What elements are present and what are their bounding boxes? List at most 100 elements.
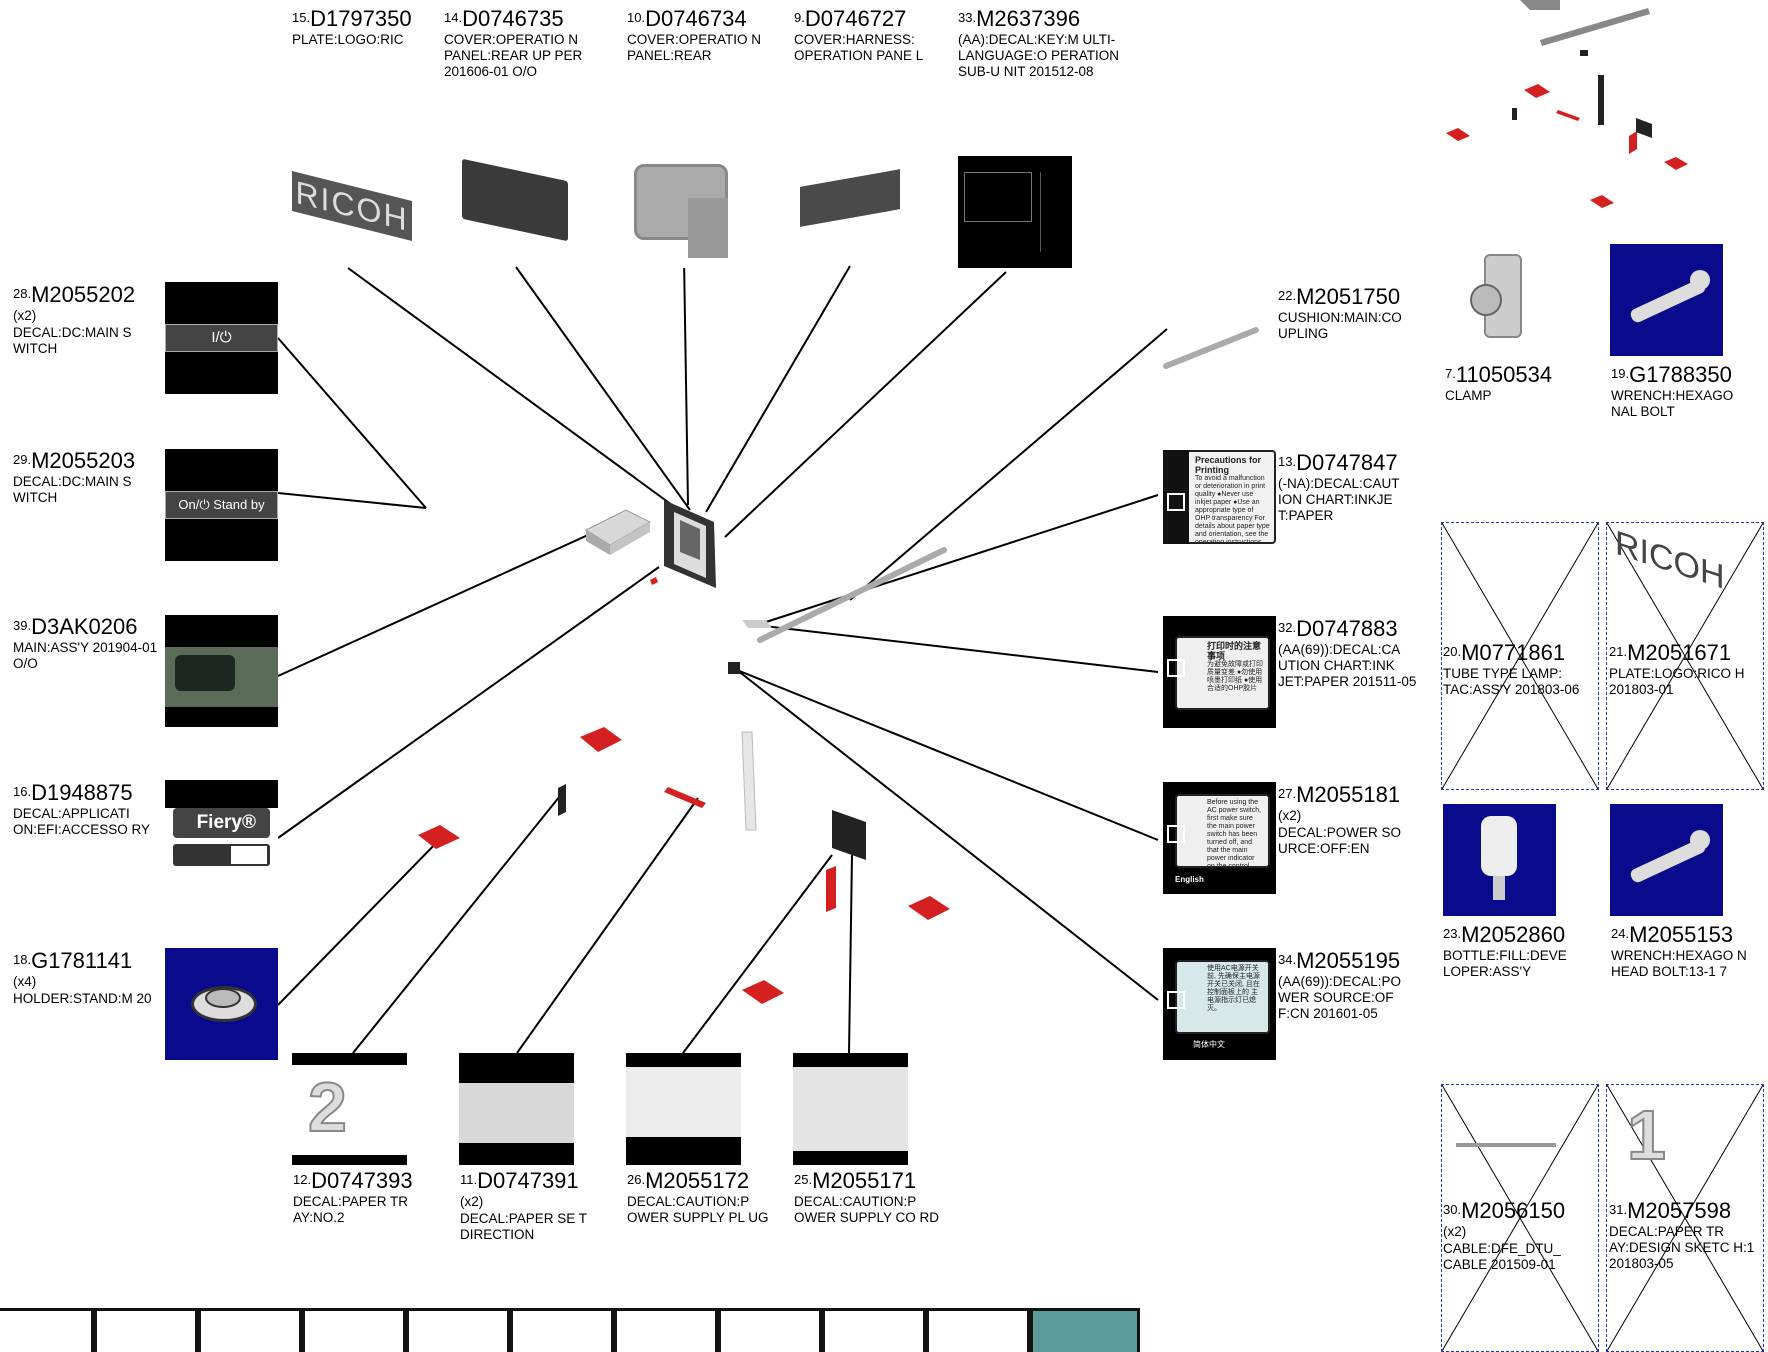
tab-5[interactable] [406, 1308, 510, 1352]
part-code: D0746735 [462, 6, 564, 31]
part-25[interactable]: 25.M2055171 DECAL:CAUTION:P OWER SUPPLY … [794, 1168, 944, 1226]
power-cord-caution-decal-thumbnail[interactable] [793, 1053, 908, 1165]
leader-lines [277, 257, 1168, 1054]
part-code: M2055172 [645, 1168, 750, 1193]
part-code: 11050534 [1455, 362, 1553, 387]
part-description: WRENCH:HEXAGO NAL BOLT [1611, 388, 1734, 419]
rear-cover-thumbnail[interactable] [628, 158, 738, 268]
part-description: (AA(69)):DECAL:PO WER SOURCE:OF F:CN 201… [1278, 974, 1402, 1021]
part-description: (AA(69)):DECAL:CA UTION CHART:INK JET:PA… [1278, 642, 1417, 689]
part-description: CABLE:DFE_DTU_ CABLE 201509-01 [1443, 1241, 1561, 1272]
tab-2[interactable] [94, 1308, 198, 1352]
part-39[interactable]: 39.D3AK0206 MAIN:ASS'Y 201904-01 O/O [13, 614, 163, 672]
main-assy-unit [584, 509, 652, 555]
part-7[interactable]: 7.11050534 CLAMP [1445, 362, 1555, 404]
inkjet-caution-decal-thumbnail[interactable]: Precautions for Printing To avoid a malf… [1163, 450, 1276, 562]
tab-6[interactable] [510, 1308, 614, 1352]
part-description: MAIN:ASS'Y 201904-01 O/O [13, 640, 158, 671]
main-switch-decal-thumbnail[interactable]: I/⏻ [165, 282, 278, 394]
part-description: PLATE:LOGO:RICO H 201803-01 [1609, 666, 1745, 697]
part-code: M2052860 [1461, 922, 1566, 947]
part-description: CUSHION:MAIN:CO UPLING [1278, 310, 1402, 341]
power-source-decal-cn-thumbnail[interactable]: 使用AC电源开关前, 先确保主电源开关已关闭, 且在控制面板上的 主电源指示灯已… [1163, 948, 1276, 1060]
part-code: M2637396 [976, 6, 1081, 31]
part-description: DECAL:PAPER SE T DIRECTION [460, 1211, 587, 1242]
part-description: DECAL:DC:MAIN S WITCH [13, 474, 132, 505]
part-28[interactable]: 28.M2055202 (x2) DECAL:DC:MAIN S WITCH [13, 282, 163, 357]
part-16[interactable]: 16.D1948875 DECAL:APPLICATI ON:EFI:ACCES… [13, 780, 163, 838]
part-23[interactable]: 23.M2052860 BOTTLE:FILL:DEVE LOPER:ASS'Y [1443, 922, 1593, 980]
part-description: DECAL:DC:MAIN S WITCH [13, 325, 132, 356]
part-12[interactable]: 12.D0747393 DECAL:PAPER TR AY:NO.2 [293, 1168, 443, 1226]
fiery-decal-thumbnail[interactable]: Fiery® [165, 780, 278, 892]
part-description: CLAMP [1445, 388, 1492, 403]
tab-4[interactable] [302, 1308, 406, 1352]
rear-upper-cover-thumbnail[interactable] [456, 156, 576, 256]
part-29[interactable]: 29.M2055203 DECAL:DC:MAIN S WITCH [13, 448, 163, 506]
tab-11-active[interactable] [1030, 1308, 1140, 1352]
part-34[interactable]: 34.M2055195 (AA(69)):DECAL:PO WER SOURCE… [1278, 948, 1426, 1022]
part-32[interactable]: 32.D0747883 (AA(69)):DECAL:CA UTION CHAR… [1278, 616, 1426, 690]
tab-8[interactable] [718, 1308, 822, 1352]
hex-head-wrench-thumbnail[interactable] [1610, 804, 1723, 916]
part-19[interactable]: 19.G1788350 WRENCH:HEXAGO NAL BOLT [1611, 362, 1761, 420]
part-description: WRENCH:HEXAGO N HEAD BOLT:13-1 7 [1611, 948, 1747, 979]
part-code: D1797350 [310, 6, 412, 31]
part-code: D0747883 [1296, 616, 1398, 641]
part-30[interactable]: 30.M2056150 (x2) CABLE:DFE_DTU_ CABLE 20… [1443, 1198, 1593, 1273]
part-description: HOLDER:STAND:M 20 [13, 991, 152, 1006]
hex-wrench-thumbnail[interactable] [1610, 244, 1723, 356]
part-24[interactable]: 24.M2055153 WRENCH:HEXAGO N HEAD BOLT:13… [1611, 922, 1761, 980]
logo-plate-thumbnail[interactable]: RICOH [292, 166, 412, 256]
part-10[interactable]: 10.D0746734 COVER:OPERATIO N PANEL:REAR [627, 6, 792, 64]
operation-panel-bracket [664, 500, 716, 588]
part-11[interactable]: 11.D0747391 (x2) DECAL:PAPER SE T DIRECT… [460, 1168, 610, 1243]
part-description: BOTTLE:FILL:DEVE LOPER:ASS'Y [1443, 948, 1567, 979]
part-description: COVER:OPERATIO N PANEL:REAR [627, 32, 762, 63]
power-source-decal-en-thumbnail[interactable]: Before using the AC power switch, first … [1163, 782, 1276, 894]
tab-7[interactable] [614, 1308, 718, 1352]
part-9[interactable]: 9.D0746727 COVER:HARNESS: OPERATION PANE… [794, 6, 954, 64]
paper-tray-2-decal-thumbnail[interactable]: 2 [292, 1053, 407, 1165]
tab-10[interactable] [926, 1308, 1030, 1352]
inkjet-caution-decal-cn-thumbnail[interactable]: 打印时的注意事项 为避免故障或打印质量变差 ●勿使用喷墨打印纸 ●使用合适的OH… [1163, 616, 1276, 728]
part-14[interactable]: 14.D0746735 COVER:OPERATIO N PANEL:REAR … [444, 6, 612, 80]
part-description: COVER:HARNESS: OPERATION PANE L [794, 32, 924, 63]
harness-cover-thumbnail[interactable] [796, 168, 906, 248]
clamp-thumbnail[interactable] [1444, 244, 1556, 356]
main-assy-thumbnail[interactable] [165, 615, 278, 727]
developer-bottle-thumbnail[interactable] [1443, 804, 1556, 916]
part-31[interactable]: 31.M2057598 DECAL:PAPER TR AY:DESIGN SKE… [1609, 1198, 1759, 1272]
part-code: D0746734 [645, 6, 747, 31]
part-33[interactable]: 33.M2637396 (AA):DECAL:KEY:M ULTI-LANGUA… [958, 6, 1120, 80]
tab-9[interactable] [822, 1308, 926, 1352]
stand-holder-thumbnail[interactable] [165, 948, 278, 1060]
part-description: DECAL:APPLICATI ON:EFI:ACCESSO RY [13, 806, 151, 837]
power-plug-caution-decal-thumbnail[interactable] [626, 1053, 741, 1165]
part-code: M0771861 [1461, 640, 1566, 665]
main-switch-standby-decal-thumbnail[interactable]: On/⏻ Stand by [165, 449, 278, 561]
paper-set-direction-decal-thumbnail[interactable] [459, 1053, 574, 1165]
part-code: M2051750 [1296, 284, 1401, 309]
top-right-assembly [1520, 0, 1650, 46]
part-code: M2055203 [31, 448, 136, 473]
tab-1[interactable] [0, 1308, 94, 1352]
part-22[interactable]: 22.M2051750 CUSHION:MAIN:CO UPLING [1278, 284, 1438, 342]
part-15[interactable]: 15.D1797350 PLATE:LOGO:RIC [292, 6, 442, 48]
part-20[interactable]: 20.M0771861 TUBE TYPE LAMP: TAC:ASS'Y 20… [1443, 640, 1593, 698]
part-code: D0747391 [477, 1168, 579, 1193]
part-18[interactable]: 18.G1781141 (x4) HOLDER:STAND:M 20 [13, 948, 163, 1007]
part-description: (-NA):DECAL:CAUT ION CHART:INKJE T:PAPER [1278, 476, 1400, 523]
part-26[interactable]: 26.M2055172 DECAL:CAUTION:P OWER SUPPLY … [627, 1168, 777, 1226]
part-description: TUBE TYPE LAMP: TAC:ASS'Y 201803-06 [1443, 666, 1580, 697]
part-13[interactable]: 13.D0747847 (-NA):DECAL:CAUT ION CHART:I… [1278, 450, 1426, 524]
part-21[interactable]: 21.M2051671 PLATE:LOGO:RICO H 201803-01 [1609, 640, 1759, 698]
part-code: G1781141 [31, 948, 133, 973]
part-code: M2055195 [1296, 948, 1401, 973]
tab-3[interactable] [198, 1308, 302, 1352]
part-description: PLATE:LOGO:RIC [292, 32, 404, 47]
part-quantity: (x4) [13, 974, 37, 989]
multi-language-key-decal-thumbnail[interactable] [958, 156, 1072, 268]
part-description: DECAL:CAUTION:P OWER SUPPLY PL UG [627, 1194, 769, 1225]
part-27[interactable]: 27.M2055181 (x2) DECAL:POWER SO URCE:OFF… [1278, 782, 1426, 857]
